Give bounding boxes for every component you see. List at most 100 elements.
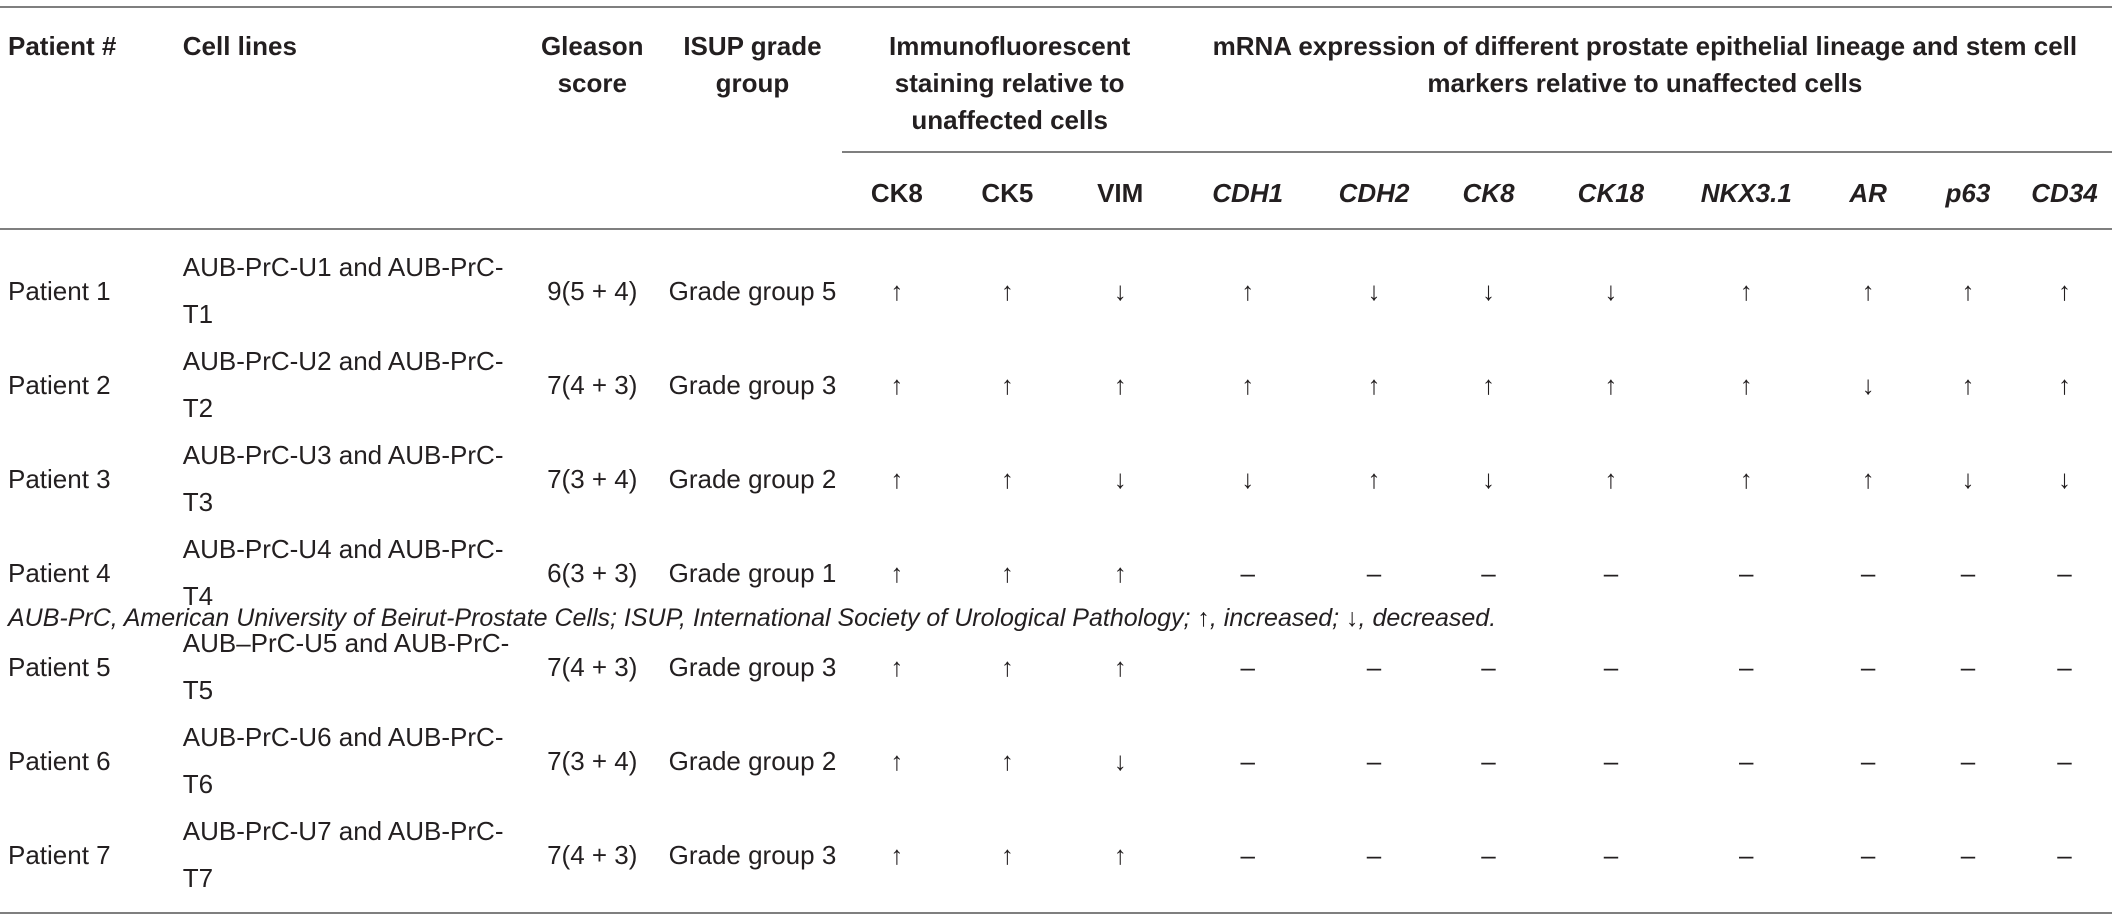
cell-mrna-cdh1: – [1177, 808, 1318, 914]
cell-mrna-cd34: ↑ [2058, 369, 2072, 400]
cell-mrna-p63: ↑ [1961, 369, 1975, 400]
col-header-mrna-nkx31: NKX3.1 [1700, 178, 1792, 208]
cell-mrna-ar: – [1860, 745, 1876, 776]
cell-mrna-cdh1: – [1240, 651, 1255, 682]
cell-patient: Patient 5 [8, 651, 111, 682]
cell-mrna-cd34: ↓ [2058, 463, 2072, 494]
group-header-immunofluorescent: Immunofluorescent staining relative to u… [841, 7, 1178, 153]
col-header-mrna-ck8: CK8 [1462, 178, 1515, 208]
cell-cell-lines: AUB–PrC-U5 and AUB-PrC-T5 [182, 628, 510, 705]
cell-mrna-cd34: – [2057, 651, 2072, 682]
cell-mrna-nkx31: – [1739, 745, 1754, 776]
cell-patient: Patient 6 [8, 745, 111, 776]
cell-if-ck8: ↑ [841, 808, 953, 914]
cell-mrna-cd34: – [2057, 745, 2072, 776]
table-row: Patient 1 AUB-PrC-U1 and AUB-PrC-T1 9(5 … [0, 229, 2112, 338]
cell-patient: Patient 2 [8, 369, 111, 400]
cell-patient: Patient 7 [0, 808, 183, 914]
table-row: Patient 6 AUB-PrC-U6 and AUB-PrC-T6 7(3 … [0, 714, 2112, 808]
cell-mrna-cdh2: – [1366, 557, 1382, 588]
cell-if-vim: ↑ [1113, 557, 1127, 588]
cell-if-ck5: ↑ [1000, 275, 1014, 306]
cell-mrna-ck8: – [1481, 745, 1496, 776]
cell-mrna-cdh2: – [1366, 745, 1382, 776]
cell-mrna-p63: – [1960, 557, 1976, 588]
cell-mrna-cdh2: – [1317, 808, 1431, 914]
cell-cell-lines: AUB-PrC-U2 and AUB-PrC-T2 [182, 346, 504, 423]
cell-gleason: 7(4 + 3) [521, 808, 664, 914]
cell-patient: Patient 1 [8, 275, 111, 306]
cell-if-vim: ↓ [1113, 745, 1127, 776]
table-row: Patient 2 AUB-PrC-U2 and AUB-PrC-T2 7(4 … [0, 338, 2112, 432]
col-header-if-ck8: CK8 [870, 178, 923, 208]
col-header-mrna-cdh2: CDH2 [1338, 178, 1410, 208]
col-header-mrna-ar: AR [1849, 178, 1887, 208]
cell-mrna-p63: – [1960, 745, 1976, 776]
cell-if-vim: ↑ [1113, 651, 1127, 682]
cell-isup: Grade group 2 [668, 745, 837, 776]
cell-mrna-ar: ↑ [1861, 275, 1875, 306]
cell-if-ck8: ↑ [890, 275, 904, 306]
cell-if-ck8: ↑ [890, 557, 904, 588]
cell-mrna-ck18: ↑ [1604, 463, 1618, 494]
cell-mrna-p63: – [1960, 651, 1976, 682]
table-row: Patient 3 AUB-PrC-U3 and AUB-PrC-T3 7(3 … [0, 432, 2112, 526]
table-footnote: AUB-PrC, American University of Beirut-P… [8, 604, 1497, 632]
cell-cell-lines: AUB-PrC-U4 and AUB-PrC-T4 [182, 534, 504, 611]
col-header-isup: ISUP grade group [683, 31, 822, 98]
cell-isup: Grade group 3 [663, 808, 842, 914]
cell-if-ck5: ↑ [1000, 651, 1014, 682]
cell-if-ck5: ↑ [1000, 463, 1014, 494]
cell-mrna-nkx31: – [1739, 557, 1754, 588]
cell-mrna-ck18: – [1603, 745, 1619, 776]
cell-mrna-ar: – [1860, 651, 1876, 682]
table-row: Patient 5 AUB–PrC-U5 and AUB-PrC-T5 7(4 … [0, 620, 2112, 714]
cell-gleason: 6(3 + 3) [547, 557, 638, 588]
col-header-mrna-cd34: CD34 [2031, 178, 2098, 208]
cell-mrna-ck8: ↑ [1482, 369, 1496, 400]
cell-if-vim: ↓ [1113, 275, 1127, 306]
cell-isup: Grade group 3 [668, 369, 837, 400]
cell-mrna-p63: ↓ [1961, 463, 1975, 494]
cell-mrna-cdh2: ↑ [1367, 463, 1381, 494]
cell-isup: Grade group 1 [668, 557, 837, 588]
cell-mrna-ck8: – [1481, 651, 1496, 682]
col-header-mrna-p63: p63 [1945, 178, 1991, 208]
cell-mrna-nkx31: ↑ [1739, 275, 1753, 306]
cell-mrna-nkx31: – [1739, 651, 1754, 682]
cell-gleason: 7(4 + 3) [547, 369, 638, 400]
cell-patient: Patient 3 [8, 463, 111, 494]
cell-mrna-cdh1: ↓ [1241, 463, 1255, 494]
cell-mrna-nkx31: – [1675, 808, 1818, 914]
cell-mrna-cdh2: ↓ [1367, 275, 1381, 306]
cell-mrna-ar: ↑ [1861, 463, 1875, 494]
cell-gleason: 7(3 + 4) [547, 463, 638, 494]
col-header-if-ck5: CK5 [981, 178, 1034, 208]
cell-if-vim: ↑ [1113, 369, 1127, 400]
cell-mrna-cdh2: – [1366, 651, 1382, 682]
cell-isup: Grade group 3 [668, 651, 837, 682]
cell-if-ck8: ↑ [890, 369, 904, 400]
cell-mrna-ar: ↓ [1861, 369, 1875, 400]
cell-gleason: 9(5 + 4) [547, 275, 638, 306]
cell-mrna-ck18: – [1603, 651, 1619, 682]
cell-isup: Grade group 5 [668, 275, 837, 306]
col-header-patient: Patient # [8, 31, 117, 61]
cell-if-ck8: ↑ [890, 651, 904, 682]
cell-mrna-p63: ↑ [1961, 275, 1975, 306]
col-header-mrna-ck18: CK18 [1577, 178, 1645, 208]
cell-cell-lines: AUB-PrC-U1 and AUB-PrC-T1 [182, 252, 504, 329]
cell-if-ck5: ↑ [1000, 557, 1014, 588]
cell-cell-lines: AUB-PrC-U3 and AUB-PrC-T3 [182, 440, 504, 517]
cell-gleason: 7(3 + 4) [547, 745, 638, 776]
cell-mrna-ck8: ↓ [1482, 275, 1496, 306]
cell-mrna-nkx31: ↑ [1739, 463, 1753, 494]
cell-cell-lines: AUB-PrC-U6 and AUB-PrC-T6 [182, 722, 504, 799]
cell-if-ck5: ↑ [1000, 369, 1014, 400]
cell-if-vim: ↑ [1062, 808, 1178, 914]
group-header-mrna: mRNA expression of different prostate ep… [1177, 7, 2112, 153]
cell-mrna-ck8: – [1430, 808, 1547, 914]
col-header-cell-lines: Cell lines [182, 31, 297, 61]
cell-if-ck5: ↑ [952, 808, 1063, 914]
cell-mrna-cd34: – [2057, 557, 2072, 588]
